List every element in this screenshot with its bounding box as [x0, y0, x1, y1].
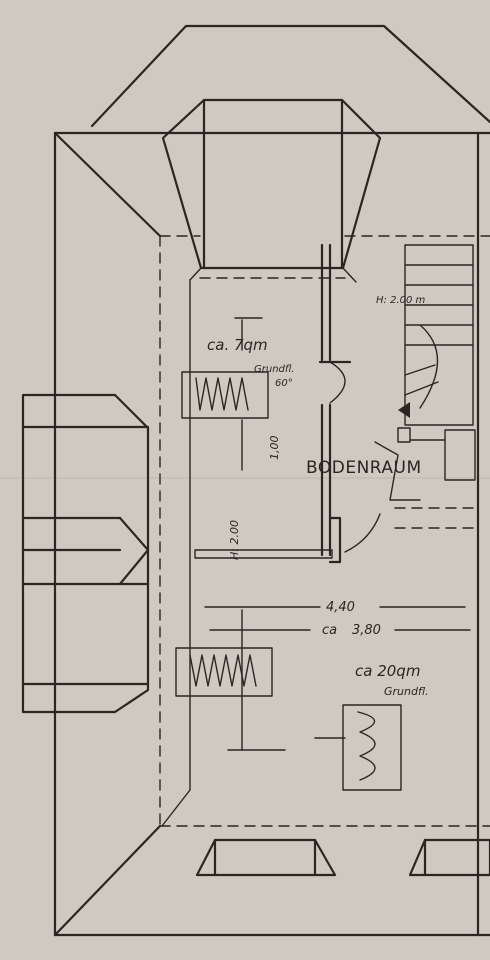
large-room-area: ca 20qm — [355, 662, 420, 680]
bottom-vents — [195, 838, 490, 877]
small-room-floor-wall — [194, 549, 333, 559]
small-room-angle: 60° — [275, 378, 293, 389]
radiator-bottom — [342, 704, 402, 791]
small-room-area: ca. 7qm — [207, 336, 268, 354]
dimension-vertical-1: H: 2.00 — [228, 520, 241, 560]
small-room-note: Grundfl. — [254, 364, 295, 375]
large-room-note: Grundfl. — [384, 685, 429, 698]
inner-boundary — [159, 235, 490, 827]
room-label: BODENRAUM — [306, 458, 422, 478]
dimension-inner-width: 3,80 — [352, 623, 381, 638]
dimension-height: H: 2.00 m — [376, 295, 426, 306]
stair-arrow — [398, 402, 410, 418]
left-dormer — [21, 393, 150, 714]
roof-outline — [53, 24, 490, 937]
dimension-vertical-2: 1,00 — [268, 436, 281, 461]
door-swing — [329, 361, 346, 404]
small-room-walls — [194, 243, 352, 564]
dimension-inner-prefix: ca — [322, 623, 337, 638]
dimension-total-width: 4,40 — [326, 600, 355, 615]
staircase — [344, 244, 476, 553]
radiator-top — [181, 371, 269, 419]
dimension-lines — [204, 317, 471, 751]
radiator-middle — [175, 647, 273, 697]
top-dormer — [161, 98, 382, 283]
